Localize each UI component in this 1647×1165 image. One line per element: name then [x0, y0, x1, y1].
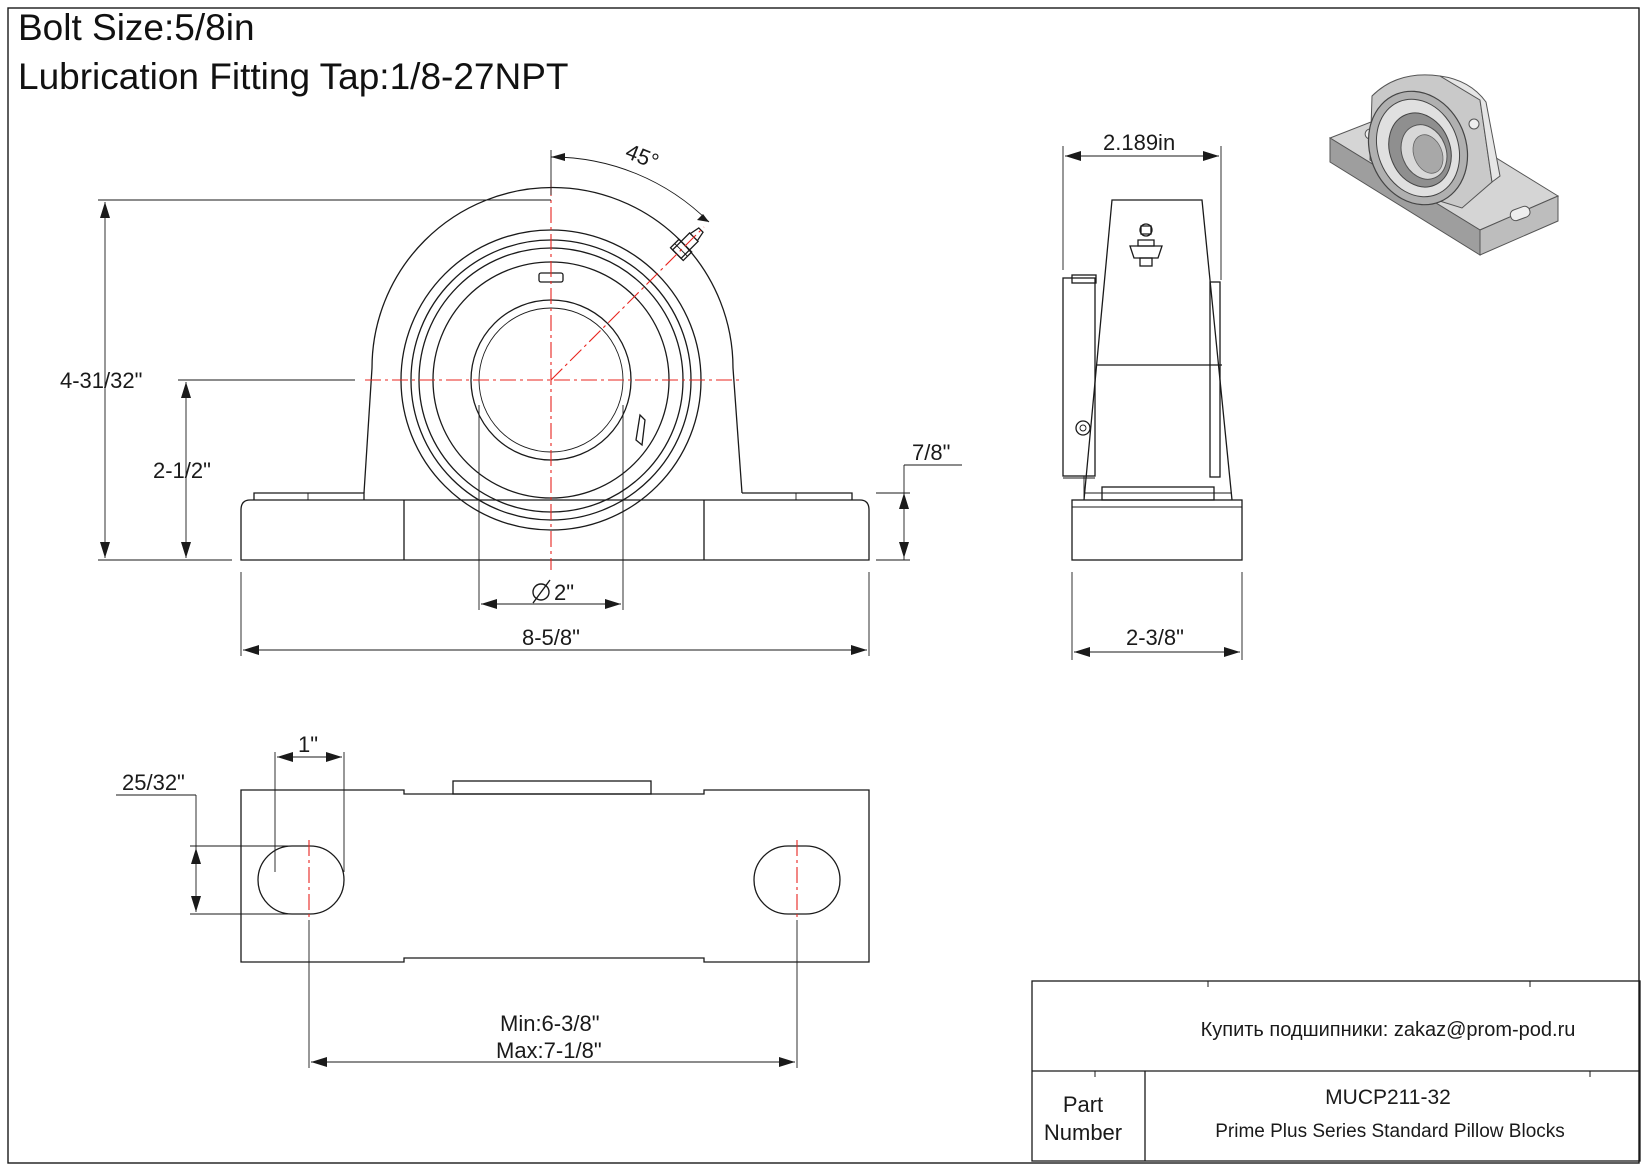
center-height-label: 2-1/2" [153, 458, 211, 483]
base-thickness-label: 7/8" [912, 440, 950, 465]
overall-height-label: 4-31/32" [60, 368, 142, 393]
part-number: MUCP211-32 [1325, 1086, 1451, 1109]
side-dimensions: 2.189in 2-3/8" [1062, 130, 1243, 660]
slot-length-label: 1" [298, 732, 318, 757]
part-label: Part [1063, 1092, 1103, 1117]
angle-label: 45° [622, 139, 662, 175]
base-width-label: 2-3/8" [1126, 625, 1184, 650]
side-width-label: 2.189in [1103, 130, 1175, 155]
top-view [240, 780, 870, 963]
front-view [240, 180, 870, 570]
part-description: Prime Plus Series Standard Pillow Blocks [1215, 1121, 1565, 1142]
overall-length-label: 8-5/8" [522, 625, 580, 650]
front-dimensions: 45° 4-31/32" 2-1/2" 7/8" 2" [60, 139, 962, 656]
slot-width-label: 25/32" [122, 770, 185, 795]
number-label: Number [1044, 1120, 1122, 1145]
bore-label: 2" [554, 580, 574, 605]
side-view [1062, 199, 1243, 561]
top-dimensions: 1" 25/32" Min:6-3/8" Max:7-1/8" [116, 732, 798, 1068]
sheet-border [7, 7, 1640, 1164]
contact-text: Купить подшипники: zakaz@prom-pod.ru [1201, 1019, 1576, 1041]
diameter-icon [532, 579, 551, 604]
bolt-spacing-max-label: Max:7-1/8" [496, 1038, 602, 1063]
isometric-view [1328, 74, 1560, 256]
title-block: Купить подшипники: zakaz@prom-pod.ru Par… [1031, 980, 1641, 1162]
lube-fitting-label: Lubrication Fitting Tap:1/8-27NPT [18, 56, 569, 97]
bolt-spacing-min-label: Min:6-3/8" [500, 1011, 600, 1036]
bolt-size-label: Bolt Size:5/8in [18, 7, 255, 48]
